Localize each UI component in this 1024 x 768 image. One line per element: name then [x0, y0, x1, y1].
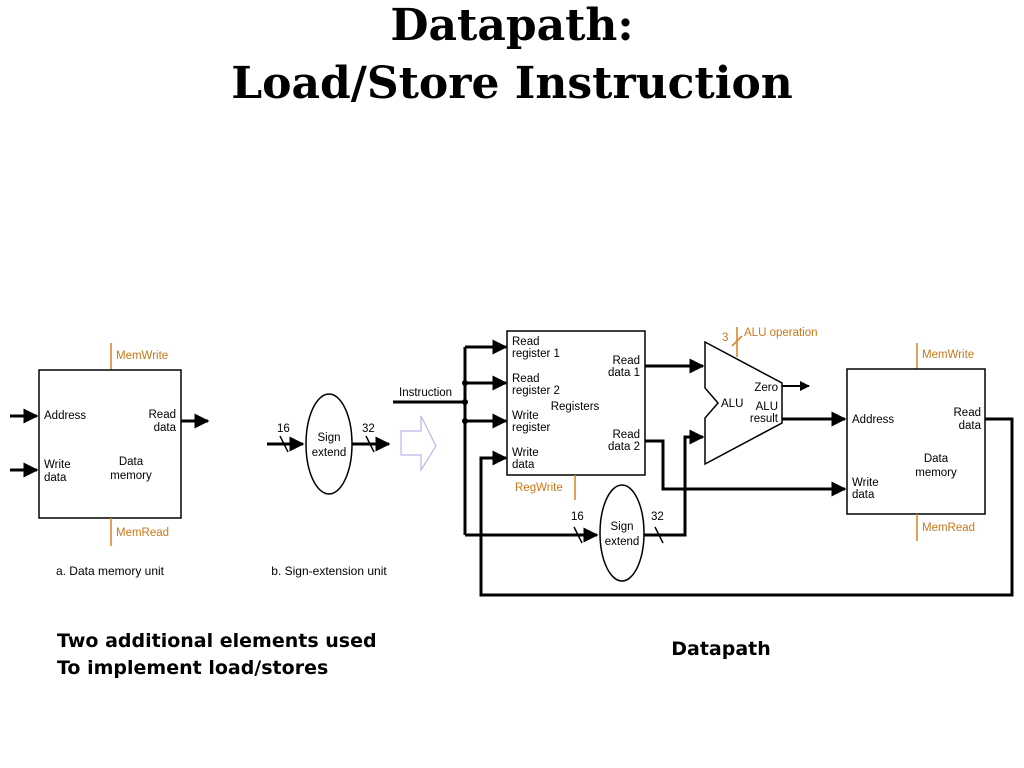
write-data-label-2: data — [44, 472, 67, 484]
dp-read-data-label-2: data — [959, 420, 982, 432]
instruction-label: Instruction — [399, 387, 452, 399]
read-data-label-2: data — [154, 422, 177, 434]
datapath: Instruction 16 Read register 1 Read regi… — [393, 327, 1014, 660]
sign-extend-ellipse — [305, 393, 353, 495]
rd2-label-2: data 2 — [608, 441, 640, 453]
datapath-caption: Datapath — [671, 638, 771, 660]
wr-label-1: Write — [512, 410, 539, 422]
sign-extension-unit: 16 Sign extend 32 b. Sign-extension unit — [267, 393, 391, 578]
note-line-2: To implement load/stores — [57, 657, 329, 679]
alu-result-label-2: result — [750, 413, 779, 425]
registers-name: Registers — [551, 401, 600, 413]
extended-slash — [654, 526, 664, 544]
dp-read-data-label-1: Read — [954, 407, 982, 419]
memwrite-label: MemWrite — [116, 350, 168, 362]
rd2-label-1: Read — [613, 429, 641, 441]
wd-label-2: data — [512, 459, 535, 471]
rd1-label-2: data 1 — [608, 367, 640, 379]
register-file-box — [506, 330, 646, 476]
rr1-label-2: register 1 — [512, 348, 560, 360]
dp-memwrite-label: MemWrite — [922, 349, 974, 361]
sign-ext-unit-caption: b. Sign-extension unit — [271, 564, 387, 578]
junction-dot — [462, 399, 468, 405]
rr2-label-1: Read — [512, 373, 540, 385]
dp-memory-name-2: memory — [915, 467, 957, 479]
sign-ext-output-width: 32 — [362, 423, 375, 435]
extended-width: 32 — [651, 511, 664, 523]
alu-result-label-1: ALU — [756, 401, 778, 413]
immediate-width: 16 — [571, 511, 584, 523]
sign-ext-input-width: 16 — [277, 423, 290, 435]
memory-unit-caption: a. Data memory unit — [56, 564, 165, 578]
sign-ext-output-slash — [365, 435, 375, 453]
sign-extend-name-2: extend — [312, 447, 347, 459]
alu-name: ALU — [721, 398, 743, 410]
data-memory-box — [38, 369, 182, 519]
write-back-wire — [479, 417, 1014, 597]
immediate-slash — [573, 526, 583, 544]
alu-shape — [704, 340, 783, 466]
wr-label-2: register — [512, 422, 551, 434]
datapath-sign-extend-name-1: Sign — [610, 521, 633, 533]
dp-memread-label: MemRead — [922, 522, 975, 534]
rr1-label-1: Read — [512, 336, 540, 348]
notes: Two additional elements used To implemen… — [57, 628, 377, 682]
data-memory-unit: MemWrite MemRead Address Read data Write… — [10, 343, 210, 578]
read-data-label-1: Read — [149, 409, 177, 421]
zero-label: Zero — [754, 382, 778, 394]
datapath-sign-extend-ellipse — [599, 484, 645, 582]
hollow-arrow-icon — [400, 415, 437, 473]
alu-operation-slash — [731, 335, 743, 347]
sign-extended-wire — [644, 429, 705, 537]
address-label: Address — [44, 410, 86, 422]
memory-name-1: Data — [119, 456, 144, 468]
dp-write-data-label-2: data — [852, 489, 875, 501]
wd-label-1: Write — [512, 447, 539, 459]
dp-write-data-label-1: Write — [852, 477, 879, 489]
write-data-label-1: Write — [44, 459, 71, 471]
read-data-2-wire — [645, 439, 847, 497]
title-line-2: Load/Store Instruction — [231, 58, 793, 109]
datapath-sign-extend-name-2: extend — [605, 536, 640, 548]
note-line-1: Two additional elements used — [57, 630, 377, 652]
title-line-1: Datapath: — [390, 0, 634, 51]
dp-memory-name-1: Data — [924, 453, 949, 465]
alu-operation-width: 3 — [722, 332, 728, 344]
regwrite-label: RegWrite — [515, 482, 563, 494]
rr2-label-2: register 2 — [512, 385, 560, 397]
memread-label: MemRead — [116, 527, 169, 539]
dp-data-memory-box — [846, 368, 986, 515]
sign-extend-name-1: Sign — [317, 432, 340, 444]
dp-address-label: Address — [852, 414, 894, 426]
rd1-label-1: Read — [613, 355, 641, 367]
sign-ext-input-slash — [279, 435, 289, 453]
alu-operation-label: ALU operation — [744, 327, 818, 339]
memory-name-2: memory — [110, 470, 152, 482]
